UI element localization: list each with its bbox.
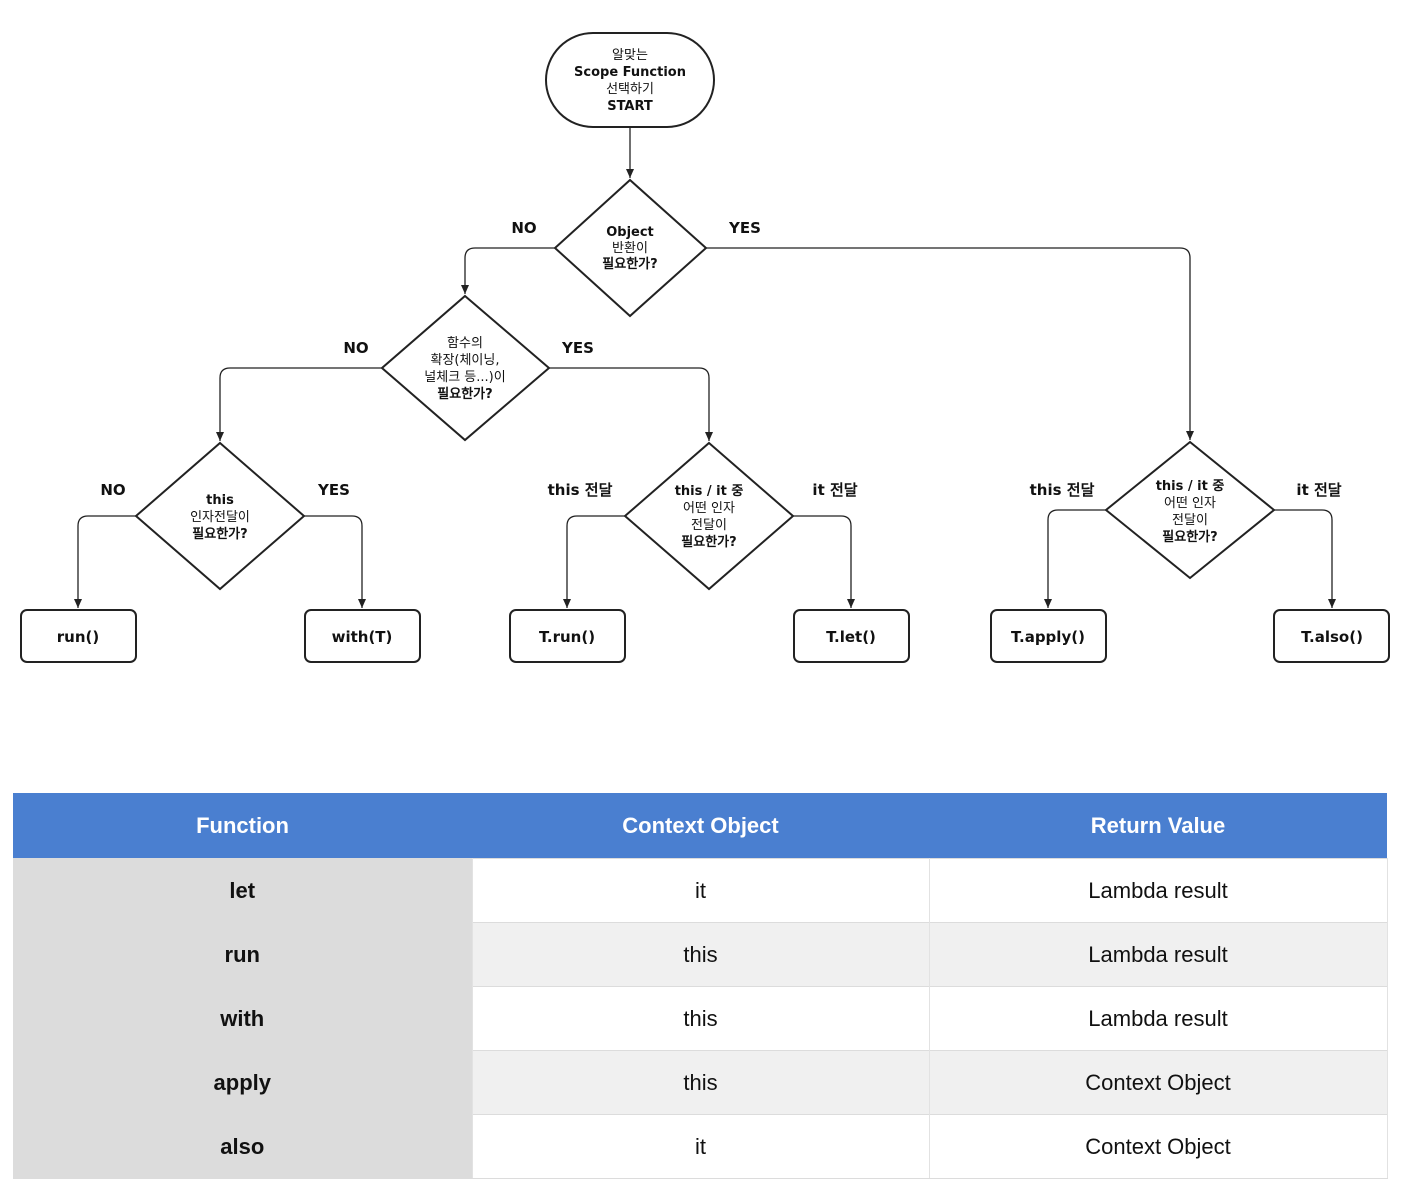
- extension-line-2: 확장(체이닝,: [430, 353, 499, 368]
- cell-function: let: [13, 858, 473, 923]
- object-line-2: 반환이: [612, 241, 648, 256]
- edge-object-yes: [706, 247, 1194, 440]
- label-mid-it: it 전달: [812, 481, 857, 499]
- right-line-4: 필요한가?: [1162, 529, 1217, 545]
- start-node: 알맞는 Scope Function 선택하기 START: [545, 32, 715, 128]
- cell-context: this: [472, 986, 930, 1051]
- edge-object-no: [461, 247, 555, 294]
- extension-line-3: 널체크 등...)이: [424, 370, 505, 385]
- mid-line-1: this / it 중: [675, 484, 744, 499]
- cell-return: Lambda result: [929, 986, 1388, 1051]
- cell-function: apply: [13, 1050, 473, 1115]
- cell-function: with: [13, 986, 473, 1051]
- cell-return: Lambda result: [929, 922, 1388, 987]
- start-line-3: 선택하기: [606, 82, 654, 97]
- terminal-t-also-label: T.also(): [1301, 628, 1363, 646]
- table-row: with this Lambda result: [13, 986, 1388, 1051]
- this-arg-line-2: 인자전달이: [190, 510, 250, 525]
- extension-line-1: 함수의: [447, 336, 483, 351]
- terminal-t-let: T.let(): [793, 609, 910, 663]
- header-context-object: Context Object: [472, 793, 929, 859]
- terminal-t-run-label: T.run(): [539, 628, 595, 646]
- edge-mid-this: [563, 515, 625, 608]
- label-extension-yes: YES: [561, 339, 594, 357]
- cell-return: Context Object: [929, 1114, 1388, 1179]
- extension-line-4: 필요한가?: [437, 386, 492, 402]
- cell-return: Lambda result: [929, 858, 1388, 923]
- this-arg-line-3: 필요한가?: [192, 526, 247, 542]
- edge-extension-no: [216, 367, 382, 441]
- label-this-no: NO: [100, 481, 125, 499]
- object-line-1: Object: [606, 225, 654, 240]
- scope-function-flowchart: 알맞는 Scope Function 선택하기 START Object 반환이…: [20, 32, 1390, 663]
- table-row: apply this Context Object: [13, 1050, 1388, 1115]
- object-line-3: 필요한가?: [602, 256, 657, 272]
- decision-this-it-middle: this / it 중 어떤 인자 전달이 필요한가?: [623, 441, 795, 591]
- terminal-t-apply: T.apply(): [990, 609, 1107, 663]
- cell-context: this: [472, 922, 930, 987]
- label-this-yes: YES: [317, 481, 350, 499]
- label-object-no: NO: [511, 219, 536, 237]
- label-right-it: it 전달: [1296, 481, 1341, 499]
- edge-right-this: [1044, 509, 1106, 608]
- start-line-2: Scope Function: [574, 65, 686, 80]
- cell-context: it: [472, 858, 930, 923]
- decision-object-return: Object 반환이 필요한가?: [553, 178, 708, 318]
- table-row: also it Context Object: [13, 1114, 1388, 1179]
- edge-mid-it: [793, 515, 855, 608]
- table-header-row: Function Context Object Return Value: [13, 793, 1387, 859]
- this-arg-line-1: this: [206, 493, 234, 508]
- cell-function: also: [13, 1114, 473, 1179]
- terminal-with: with(T): [304, 609, 421, 663]
- scope-function-table: Function Context Object Return Value let…: [13, 793, 1388, 1179]
- terminal-t-also: T.also(): [1273, 609, 1390, 663]
- right-line-1: this / it 중: [1156, 479, 1225, 494]
- edge-this-no: [74, 515, 136, 608]
- cell-context: this: [472, 1050, 930, 1115]
- table-row: run this Lambda result: [13, 922, 1388, 987]
- decision-extension: 함수의 확장(체이닝, 널체크 등...)이 필요한가?: [380, 294, 551, 442]
- label-extension-no: NO: [343, 339, 368, 357]
- terminal-with-label: with(T): [332, 628, 393, 646]
- cell-context: it: [472, 1114, 930, 1179]
- right-line-3: 전달이: [1172, 513, 1208, 528]
- terminal-t-apply-label: T.apply(): [1011, 628, 1085, 646]
- cell-return: Context Object: [929, 1050, 1388, 1115]
- terminal-run-label: run(): [57, 628, 99, 646]
- cell-function: run: [13, 922, 473, 987]
- mid-line-2: 어떤 인자: [683, 501, 735, 516]
- start-line-1: 알맞는: [612, 48, 648, 63]
- label-right-this: this 전달: [1030, 481, 1095, 499]
- terminal-t-run: T.run(): [509, 609, 626, 663]
- terminal-t-let-label: T.let(): [826, 628, 876, 646]
- start-line-4: START: [607, 99, 653, 114]
- terminal-run: run(): [20, 609, 137, 663]
- decision-this-argument: this 인자전달이 필요한가?: [134, 441, 306, 591]
- label-object-yes: YES: [728, 219, 761, 237]
- label-mid-this: this 전달: [548, 481, 613, 499]
- connector-lines: [74, 128, 1336, 608]
- right-line-2: 어떤 인자: [1164, 496, 1216, 511]
- mid-line-3: 전달이: [691, 518, 727, 533]
- header-function: Function: [13, 793, 472, 859]
- edge-right-it: [1274, 509, 1336, 608]
- mid-line-4: 필요한가?: [681, 534, 736, 550]
- edge-extension-yes: [549, 367, 713, 441]
- edge-this-yes: [304, 515, 366, 608]
- decision-this-it-right: this / it 중 어떤 인자 전달이 필요한가?: [1104, 440, 1276, 580]
- header-return-value: Return Value: [929, 793, 1387, 859]
- table-row: let it Lambda result: [13, 858, 1388, 923]
